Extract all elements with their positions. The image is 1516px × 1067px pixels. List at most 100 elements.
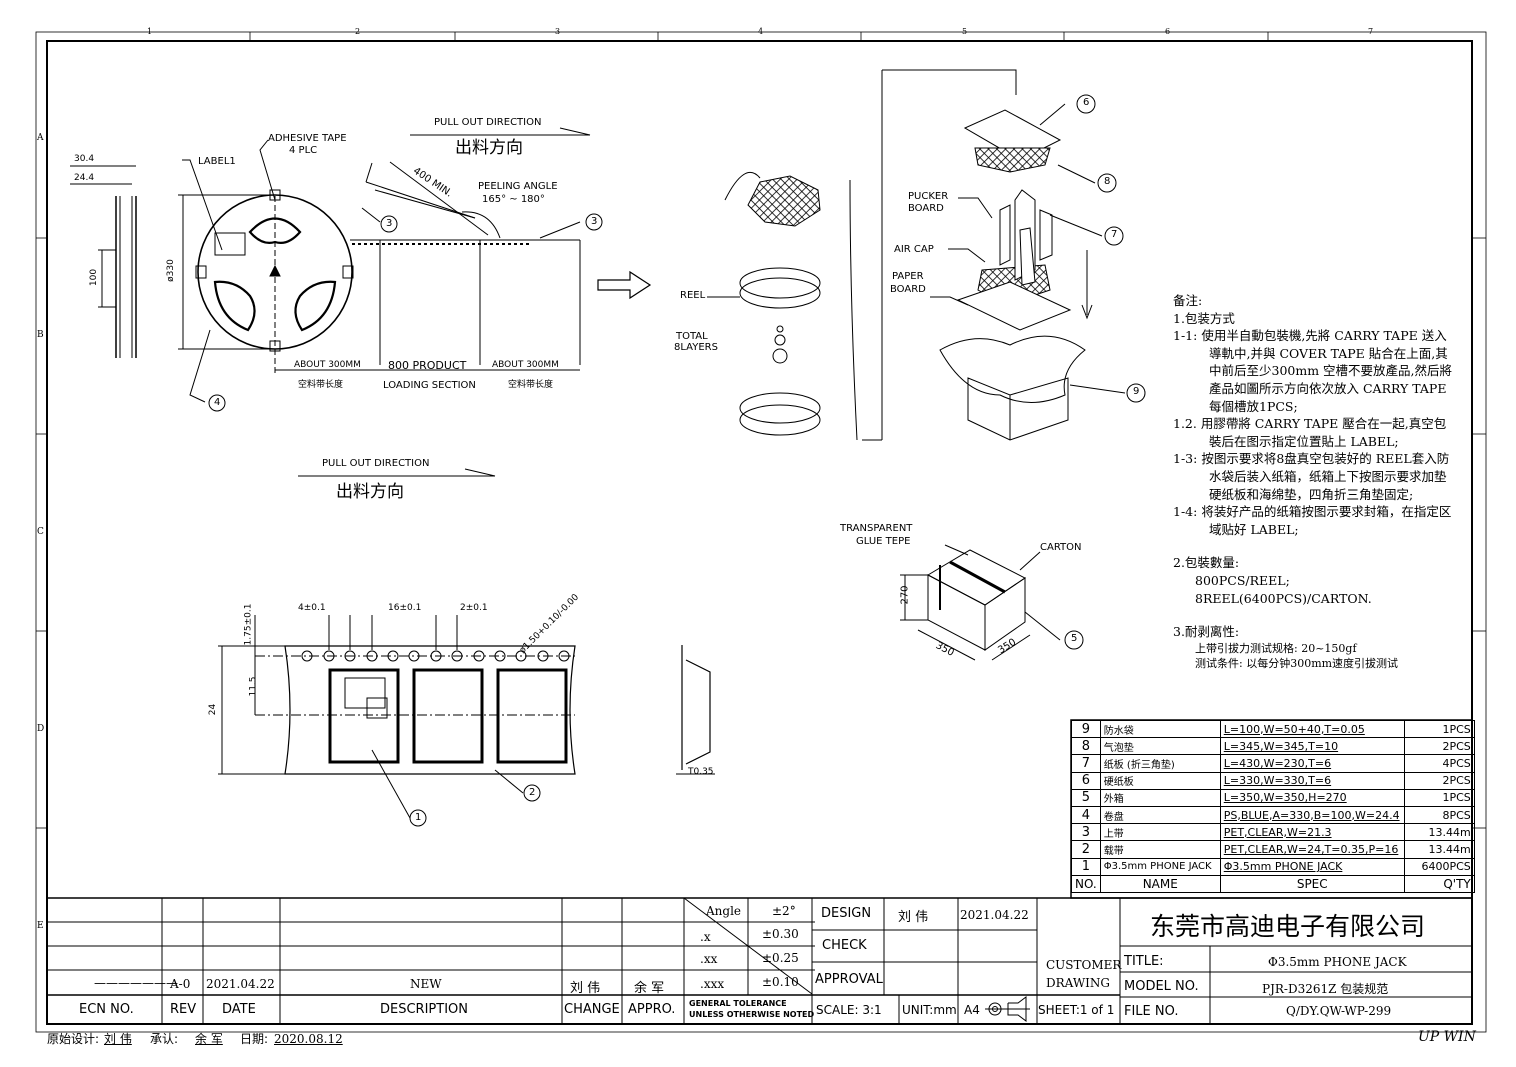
zone-ticks xyxy=(36,32,1486,829)
bom-qty: 13.44m xyxy=(1403,823,1475,842)
reel-front-view xyxy=(178,139,354,412)
bom-spec: PET,CLEAR,W=21.3 xyxy=(1219,823,1405,842)
bom-name: 上带 xyxy=(1099,823,1221,842)
file-label: FILE NO. xyxy=(1124,1004,1179,1019)
bom-name: 防水袋 xyxy=(1099,719,1221,739)
bom-spec: PS,BLUE,A=330,B=100,W=24.4 xyxy=(1219,805,1405,825)
design-date: 2021.04.22 xyxy=(960,908,1029,922)
bom-no: 3 xyxy=(1071,823,1101,842)
footer-date-value: 2020.08.12 xyxy=(274,1032,343,1046)
bom-qty: 4PCS xyxy=(1403,754,1475,773)
bom-spec: Φ3.5mm PHONE JACK xyxy=(1219,857,1405,876)
pull-out-en-2: PULL OUT DIRECTION xyxy=(322,458,430,469)
section-1-zh: 空料带长度 xyxy=(298,380,344,390)
peeling-angle-range: 165° ~ 180° xyxy=(482,194,545,205)
callout-8: 8 xyxy=(1104,176,1111,187)
row-letter-c: C xyxy=(37,527,44,537)
title-label: TITLE: xyxy=(1124,954,1164,969)
total-label: TOTAL xyxy=(676,331,708,342)
tol-xxx-label: .xxx xyxy=(700,977,725,991)
callout-3b: 3 xyxy=(591,216,598,227)
hdr-appro: APPRO. xyxy=(628,1002,676,1017)
col-number-5: 5 xyxy=(962,27,968,36)
rev-ecn: ——————— xyxy=(94,976,178,990)
notes-section-3: 3.耐剥离性: xyxy=(1173,624,1240,640)
general-tolerance-2: UNLESS OTHERWISE NOTED xyxy=(689,1010,815,1019)
row-letter-d: D xyxy=(37,724,45,734)
bom-header-qty: Q'TY xyxy=(1403,874,1475,893)
bom-no: 9 xyxy=(1071,719,1101,739)
drawing-label: DRAWING xyxy=(1046,976,1110,990)
hdr-ecn: ECN NO. xyxy=(79,1002,134,1017)
designer-name: 刘 伟 xyxy=(898,910,929,925)
carton-label: CARTON xyxy=(1040,542,1082,553)
dim-330: ø330 xyxy=(165,259,176,282)
qty-per-reel: 800PCS/REEL; xyxy=(1195,572,1290,588)
dim-100: 100 xyxy=(89,268,100,287)
col-number-1: 1 xyxy=(147,27,153,36)
dim-4: 4±0.1 xyxy=(298,603,326,613)
paper-size: A4 xyxy=(964,1003,980,1017)
adhesive-tape-callout: ADHESIVE TAPE xyxy=(268,133,347,144)
callout-3a: 3 xyxy=(386,218,393,229)
model-value: PJR-D3261Z 包装规范 xyxy=(1262,982,1389,996)
bom-qty: 2PCS xyxy=(1403,737,1475,756)
col-number-3: 3 xyxy=(555,27,561,36)
footer-approve-value: 余 军 xyxy=(195,1032,223,1046)
packing-notes: 备注: 1.包装方式 1-1: 使用半自動包裝機,先將 CARRY TAPE 送… xyxy=(1173,292,1453,671)
tape-side-view xyxy=(275,127,652,477)
dim-thickness: T0.35 xyxy=(688,767,714,777)
reel-label: REEL xyxy=(680,290,706,301)
rev-description: NEW xyxy=(410,977,442,991)
row-letter-b: B xyxy=(37,330,44,340)
bom-spec: L=100,W=50+40,T=0.05 xyxy=(1219,719,1405,739)
section-3-zh: 空料带长度 xyxy=(508,380,554,390)
bom-no: 8 xyxy=(1071,737,1101,756)
dim-16: 16±0.1 xyxy=(388,603,422,613)
customer-label: CUSTOMER xyxy=(1046,958,1122,972)
row-letter-e: E xyxy=(37,921,44,931)
note-1-2: 1.2. 用膠帶將 CARRY TAPE 壓合在一起,真空包裝后在图示指定位置貼… xyxy=(1173,416,1447,449)
dim-24: 24 xyxy=(208,703,219,716)
note-1-1: 1-1: 使用半自動包裝機,先將 CARRY TAPE 送入導軌中,并與 COV… xyxy=(1173,328,1453,414)
bom-name: 载带 xyxy=(1099,840,1221,859)
hdr-rev: REV xyxy=(170,1002,197,1017)
dim-30-4: 30.4 xyxy=(74,154,95,164)
outer-frame xyxy=(35,31,1487,1033)
rev-change: 刘 伟 xyxy=(570,981,601,996)
footer-approve-label: 承认: xyxy=(150,1032,179,1046)
callout-1: 1 xyxy=(415,812,422,823)
bom-spec: L=430,W=230,T=6 xyxy=(1219,754,1405,773)
corner-mark: UP WIN xyxy=(1418,1029,1476,1045)
title-value: Φ3.5mm PHONE JACK xyxy=(1268,955,1407,969)
general-tolerance-1: GENERAL TOLERANCE xyxy=(689,999,787,1008)
col-number-2: 2 xyxy=(355,27,361,36)
scale-label: SCALE: 3:1 xyxy=(816,1003,882,1017)
tol-angle-value: ±2° xyxy=(772,904,796,918)
bom-qty: 8PCS xyxy=(1403,805,1475,825)
check-label: CHECK xyxy=(822,938,867,953)
carton-view xyxy=(900,544,1084,661)
bom-qty: 2PCS xyxy=(1403,771,1475,790)
section-2-zh: LOADING SECTION xyxy=(383,380,476,391)
sheet-label: SHEET:1 of 1 xyxy=(1038,1003,1115,1017)
bom-header-spec: SPEC xyxy=(1219,874,1405,893)
tol-xx-value: ±0.25 xyxy=(762,951,799,965)
bom-spec: L=350,W=350,H=270 xyxy=(1219,788,1405,807)
unit-label: UNIT:mm xyxy=(902,1003,957,1017)
pull-out-zh-2: 出料方向 xyxy=(336,482,404,502)
bom-name: 卷盘 xyxy=(1099,805,1221,825)
rev-appro: 余 军 xyxy=(634,981,665,996)
footer-design-value: 刘 伟 xyxy=(104,1032,132,1046)
peel-condition: 测试条件: 以每分钟300mm速度引拔测试 xyxy=(1195,656,1399,670)
approval-label: APPROVAL xyxy=(815,972,883,987)
carrier-tape-detail xyxy=(218,615,715,827)
col-number-4: 4 xyxy=(758,27,764,36)
